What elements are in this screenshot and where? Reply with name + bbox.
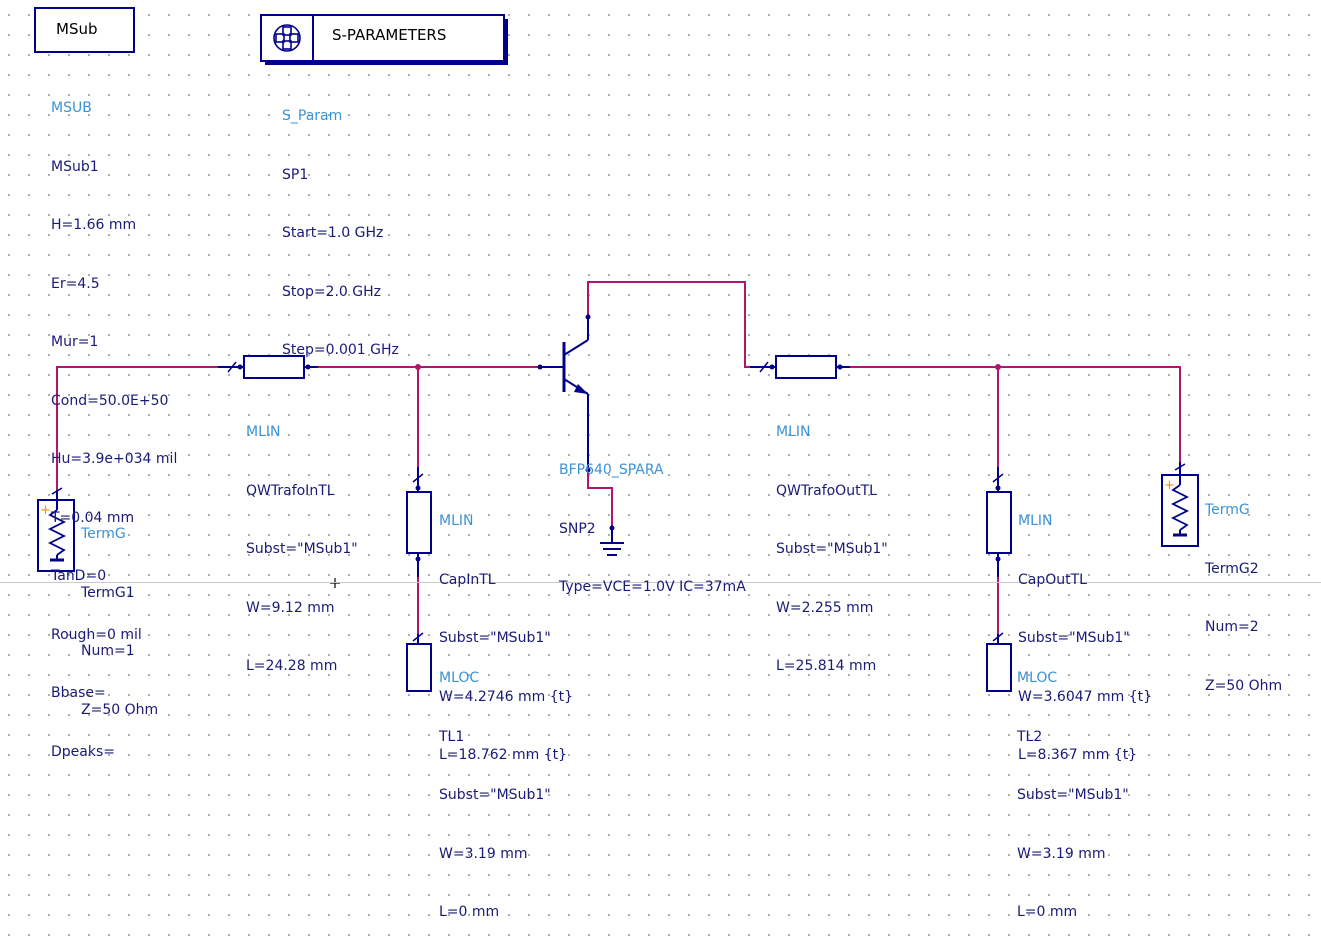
param: Bbase=	[51, 685, 106, 701]
qwtrafoin-label[interactable]: MLIN QWTrafoInTL Subst="MSub1" W=9.12 mm…	[246, 384, 358, 696]
component-type: MLOC	[1017, 670, 1058, 686]
component-name: CapInTL	[439, 571, 496, 588]
param: Subst="MSub1"	[1018, 630, 1130, 646]
wire-emitter-to-ground[interactable]	[587, 470, 613, 528]
component-type: MLOC	[439, 670, 480, 686]
param: Subst="MSub1"	[439, 787, 551, 803]
tl2-label[interactable]: MLOC TL2 Subst="MSub1" W=3.19 mm L=0 mm	[1017, 630, 1129, 942]
term-g1-symbol[interactable]: +	[37, 487, 75, 572]
mlin-capout-symbol[interactable]	[986, 467, 1012, 577]
crosshair-cursor-icon	[330, 578, 340, 588]
param: L=0 mm	[439, 904, 500, 920]
param: Dpeaks=	[51, 743, 115, 760]
param: Er=4.5	[51, 275, 100, 292]
param: W=3.6047 mm {t}	[1018, 688, 1153, 705]
guide-line	[0, 582, 1321, 583]
component-type: MLIN	[1018, 513, 1053, 529]
component-type: MLIN	[776, 424, 811, 440]
param: Step=0.001 GHz	[282, 342, 399, 358]
component-name: TermG1	[81, 584, 135, 601]
component-type: S_Param	[282, 108, 343, 124]
msub-symbol[interactable]	[34, 7, 135, 53]
param: L=24.28 mm	[246, 658, 338, 674]
msub-box-label: MSub	[56, 20, 98, 38]
plus-icon: +	[1164, 478, 1175, 493]
param: W=2.255 mm	[776, 599, 874, 616]
component-type: TermG	[1205, 502, 1250, 518]
sparam-label[interactable]: S_Param SP1 Start=1.0 GHz Stop=2.0 GHz S…	[282, 68, 399, 380]
param: L=0 mm	[1017, 904, 1078, 920]
param: W=9.12 mm	[246, 599, 335, 616]
param: Z=50 Ohm	[81, 701, 159, 718]
param: Num=2	[1205, 619, 1259, 635]
param: Subst="MSub1"	[1017, 787, 1129, 803]
msub-label[interactable]: MSUB MSub1 H=1.66 mm Er=4.5 Mur=1 Cond=5…	[51, 60, 177, 782]
wire-collector-to-qwout[interactable]	[587, 281, 760, 368]
schematic-canvas[interactable]: + +	[0, 0, 1321, 755]
param: Stop=2.0 GHz	[282, 283, 381, 300]
qwtrafoout-label[interactable]: MLIN QWTrafoOutTL Subst="MSub1" W=2.255 …	[776, 384, 888, 696]
wire-term1-to-qwin[interactable]	[56, 366, 218, 490]
junction-dot	[415, 364, 421, 370]
param: Subst="MSub1"	[439, 630, 551, 646]
mloc-tl2-symbol[interactable]	[986, 632, 1012, 692]
mloc-tl1-symbol[interactable]	[406, 632, 432, 692]
param: Hu=3.9e+034 mil	[51, 451, 178, 467]
mlin-qwtrafoout-symbol[interactable]	[750, 355, 850, 379]
sparam-icon	[273, 24, 301, 52]
component-type: MLIN	[439, 513, 474, 529]
component-name: SP1	[282, 166, 309, 183]
term-g2-label[interactable]: TermG TermG2 Num=2 Z=50 Ohm	[1205, 462, 1282, 716]
ground-icon	[600, 525, 624, 556]
param: Num=1	[81, 643, 135, 659]
transistor-label[interactable]: BFP640_SPARA SNP2 Type=VCE=1.0V IC=37mA	[559, 422, 746, 617]
param: TanD=0	[51, 568, 107, 584]
param: Subst="MSub1"	[776, 541, 888, 557]
component-name: QWTrafoOutTL	[776, 482, 877, 499]
component-name: SNP2	[559, 520, 596, 537]
junction-dot	[995, 364, 1001, 370]
param: Cond=50.0E+50	[51, 392, 169, 409]
component-name: TL2	[1017, 728, 1043, 745]
component-type: BFP640_SPARA	[559, 462, 664, 478]
component-name: CapOutTL	[1018, 571, 1087, 588]
param: Type=VCE=1.0V IC=37mA	[559, 579, 746, 595]
param: L=25.814 mm	[776, 658, 877, 674]
param: Rough=0 mil	[51, 626, 142, 643]
component-type: MLIN	[246, 424, 281, 440]
param: Mur=1	[51, 334, 99, 350]
plus-icon: +	[40, 503, 51, 518]
param: T=0.04 mm	[51, 509, 135, 526]
term-g1-label[interactable]: TermG TermG1 Num=1 Z=50 Ohm	[81, 486, 158, 740]
wire-qwout-to-term2[interactable]	[850, 366, 1181, 462]
component-type: TermG	[81, 526, 126, 542]
param: W=4.2746 mm {t}	[439, 688, 574, 705]
term-g2-symbol[interactable]: +	[1161, 462, 1199, 547]
mlin-capin-symbol[interactable]	[406, 467, 432, 577]
component-name: TermG2	[1205, 560, 1259, 577]
wire-net	[56, 281, 1181, 634]
tl1-label[interactable]: MLOC TL1 Subst="MSub1" W=3.19 mm L=0 mm	[439, 630, 551, 942]
param: Z=50 Ohm	[1205, 677, 1283, 694]
param: W=3.19 mm	[439, 845, 528, 862]
bjt-transistor-symbol[interactable]	[537, 314, 591, 473]
param: Subst="MSub1"	[246, 541, 358, 557]
sparam-box-label: S-PARAMETERS	[332, 26, 447, 44]
mlin-qwtrafoin-symbol[interactable]	[218, 355, 318, 379]
wire-junctions	[415, 364, 1001, 370]
component-type: MSUB	[51, 100, 92, 116]
component-name: MSub1	[51, 158, 99, 175]
param: W=3.19 mm	[1017, 845, 1106, 862]
param: H=1.66 mm	[51, 217, 137, 233]
component-name: TL1	[439, 728, 465, 745]
param: Start=1.0 GHz	[282, 225, 384, 241]
component-name: QWTrafoInTL	[246, 482, 335, 499]
sparam-symbol[interactable]	[260, 14, 508, 65]
